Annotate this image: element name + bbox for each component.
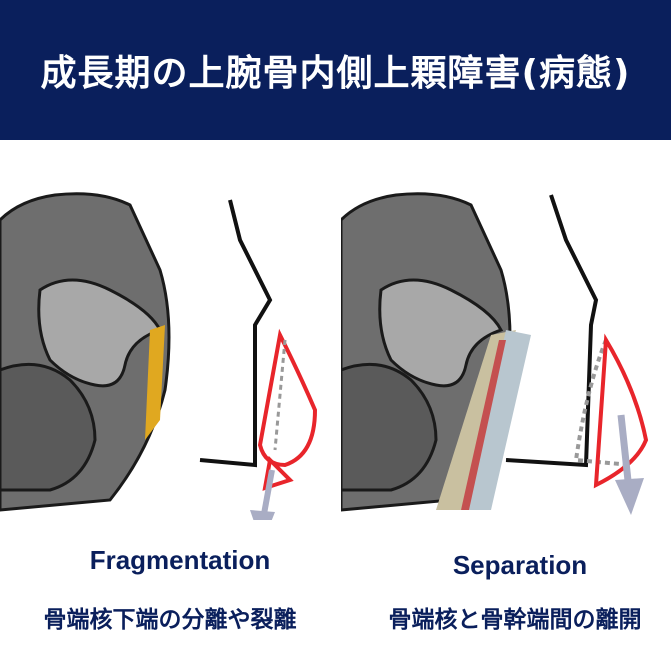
ulna-bone <box>341 362 438 492</box>
fragmentation-illustration <box>0 192 318 520</box>
medial-contour-line <box>505 194 599 468</box>
separation-illustration <box>341 192 649 515</box>
title-banner: 成長期の上腕骨内側上顆障害(病態) <box>0 0 671 140</box>
dotted-line <box>273 339 287 451</box>
flexor-tendon-blue <box>466 330 531 510</box>
page-title: 成長期の上腕骨内側上顆障害(病態) <box>40 53 631 94</box>
fragmentation-panel <box>0 190 330 520</box>
separation-description: 骨端核と骨幹端間の離開 <box>388 607 642 633</box>
flexor-tendon-red <box>461 340 506 510</box>
fragment-outline-large <box>257 328 318 468</box>
separation-panel <box>341 190 671 520</box>
fragmentation-label: Fragmentation <box>89 545 271 575</box>
ulna-bone <box>0 362 97 492</box>
trochlea <box>37 278 163 388</box>
separated-fragment-outline <box>593 333 649 489</box>
growth-cartilage <box>145 325 165 440</box>
medial-contour-line <box>199 199 273 468</box>
dotted-outline <box>573 339 632 467</box>
trochlea <box>378 278 504 388</box>
fragmentation-description: 骨端核下端の分離や裂離 <box>43 607 297 633</box>
displacement-arrow-head <box>615 478 644 515</box>
separation-label: Separation <box>452 550 588 580</box>
fragment-outline-small <box>262 455 294 491</box>
displacement-arrow-shaft <box>617 414 633 491</box>
displacement-arrow-head <box>250 510 275 520</box>
